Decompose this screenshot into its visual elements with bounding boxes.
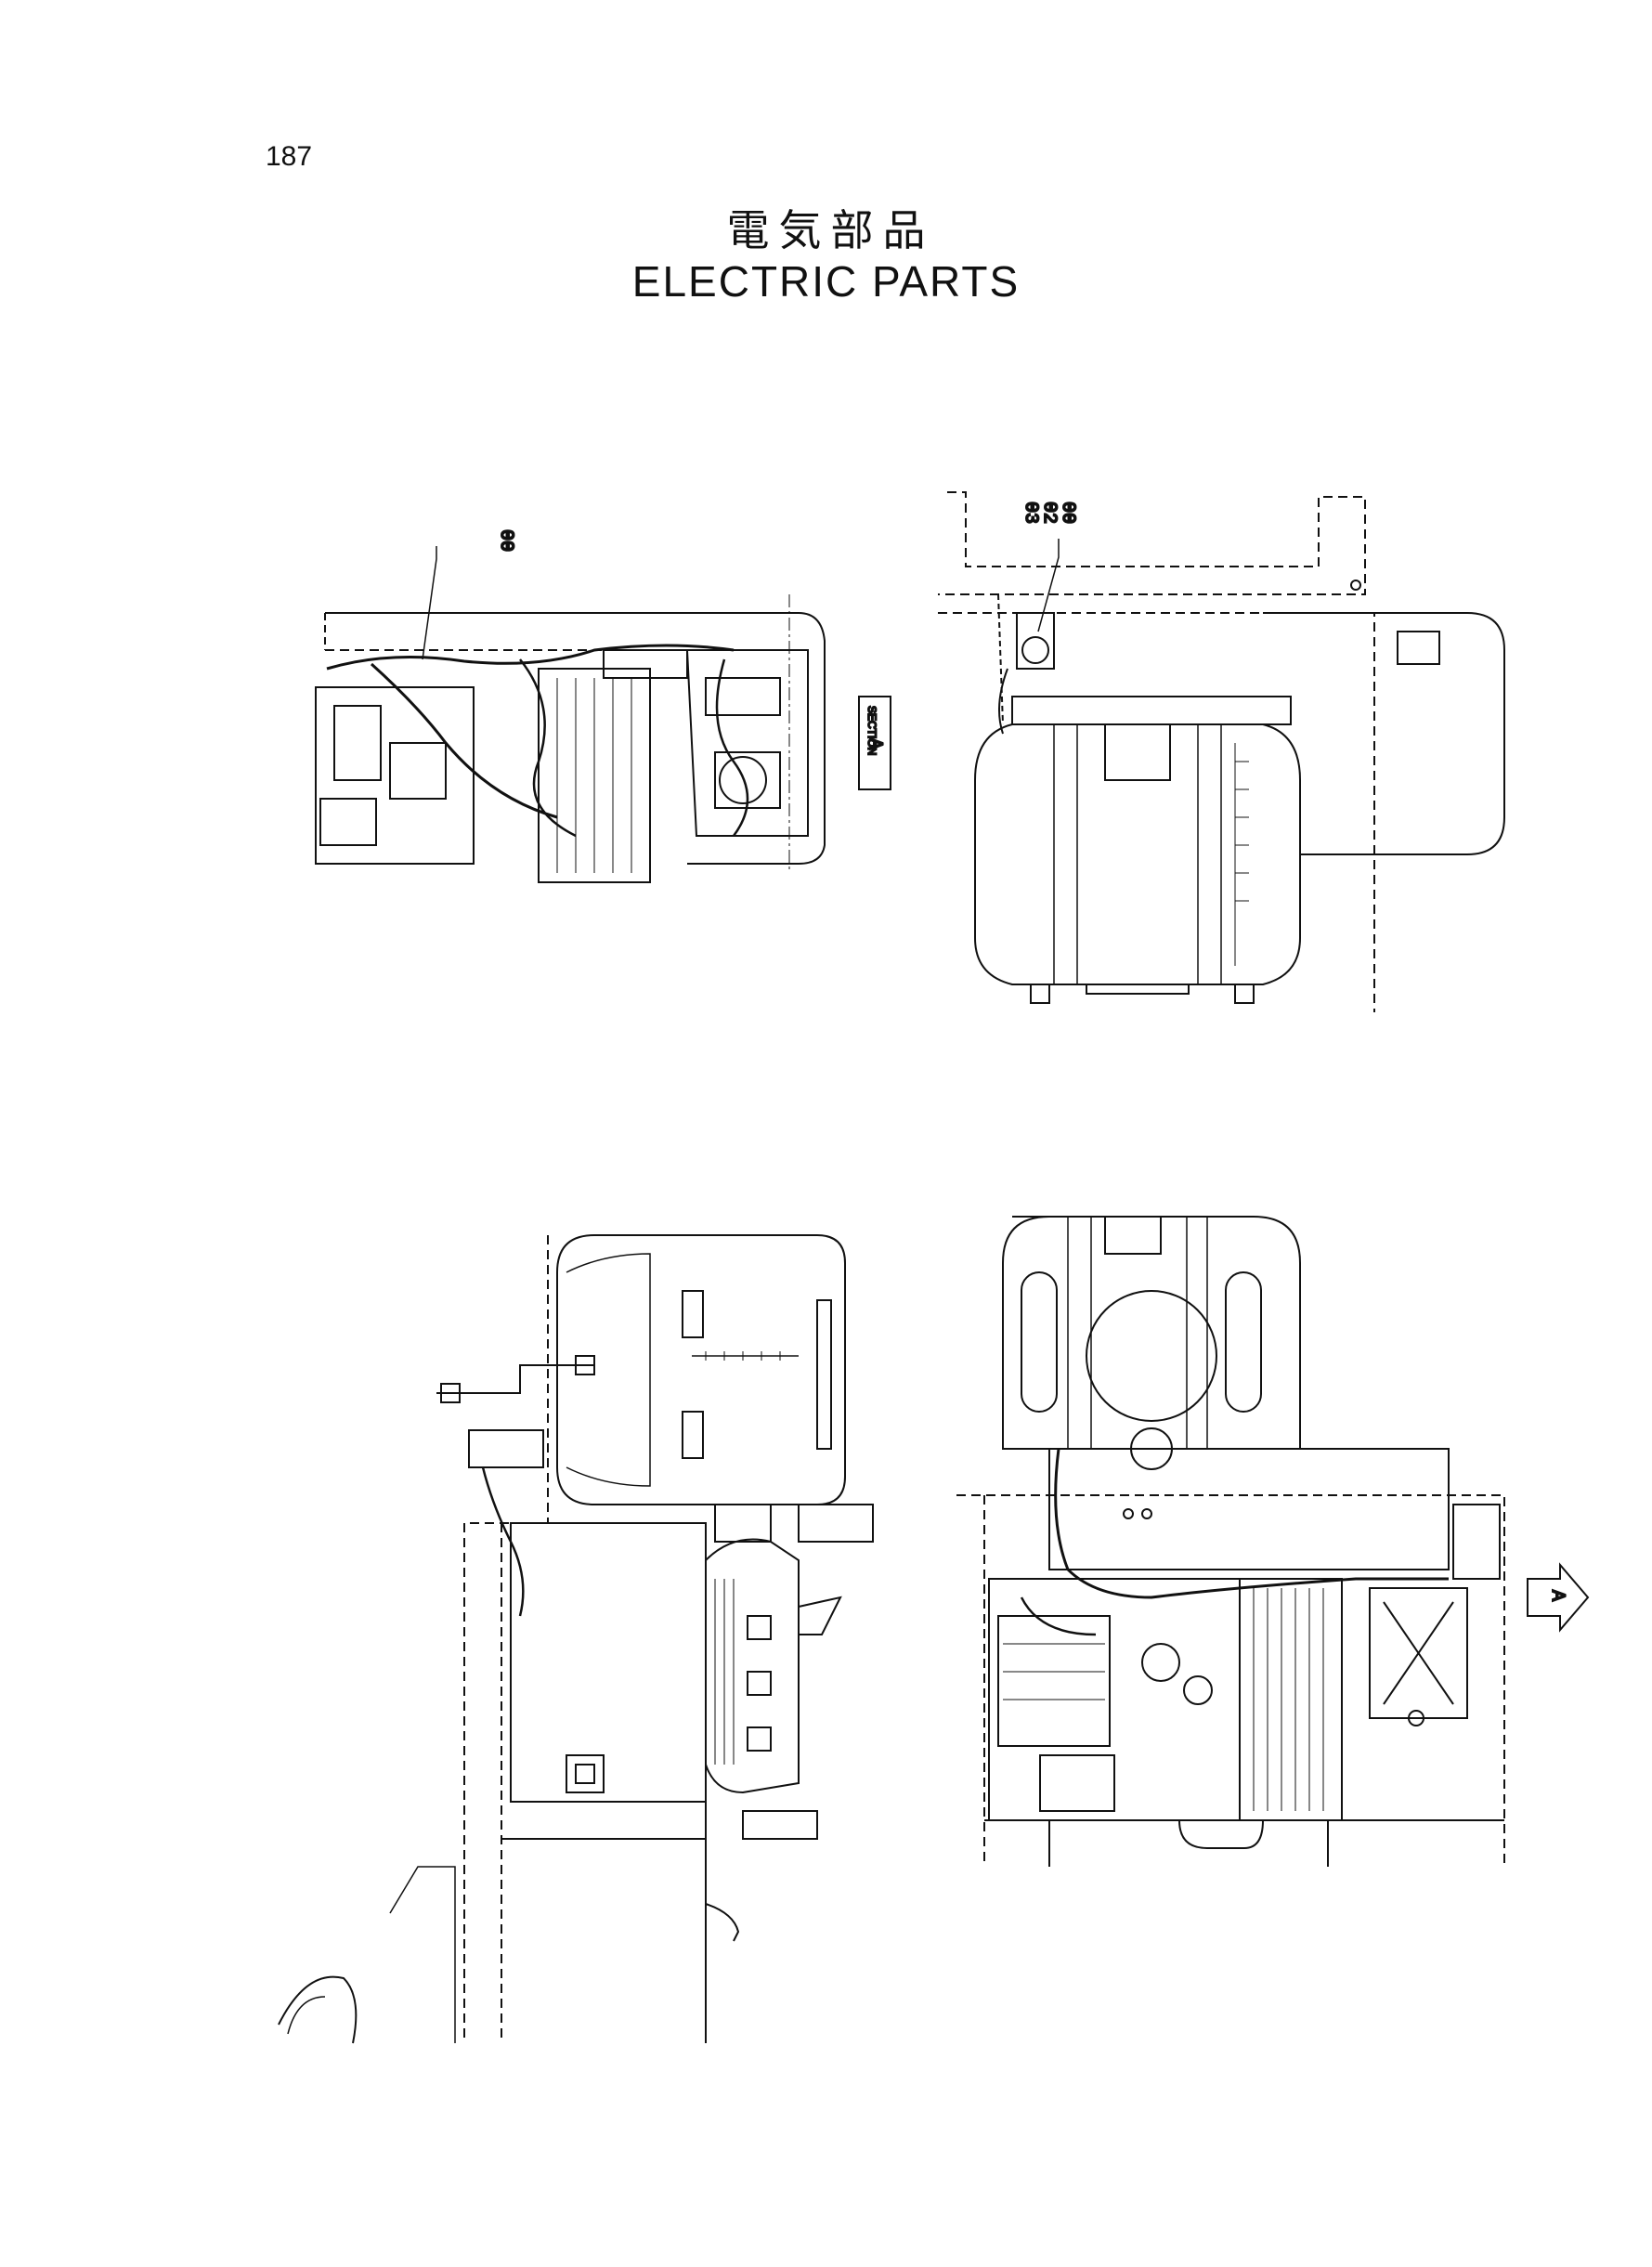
view-bottom-left [278,1234,874,2044]
view-arrow-letter: A [1546,1590,1567,1601]
section-marker-text: SECTION [865,706,878,755]
view-top-left: 00 [315,528,826,883]
callout-top-right-00: 00 [1057,502,1078,524]
view-top-right: 03 02 00 [938,491,1505,1012]
section-marker: SECTION A [858,696,891,790]
callout-top-right-03: 03 [1020,502,1041,524]
title-english: ELECTRIC PARTS [631,257,1021,306]
callout-top-left: 00 [495,529,516,552]
view-bottom-right: A [956,1216,1590,1867]
section-marker-letter: A [864,738,885,749]
page-number: 187 [266,141,313,172]
callout-top-right-02: 02 [1038,502,1060,524]
title-japanese: 電気部品 [726,205,935,255]
